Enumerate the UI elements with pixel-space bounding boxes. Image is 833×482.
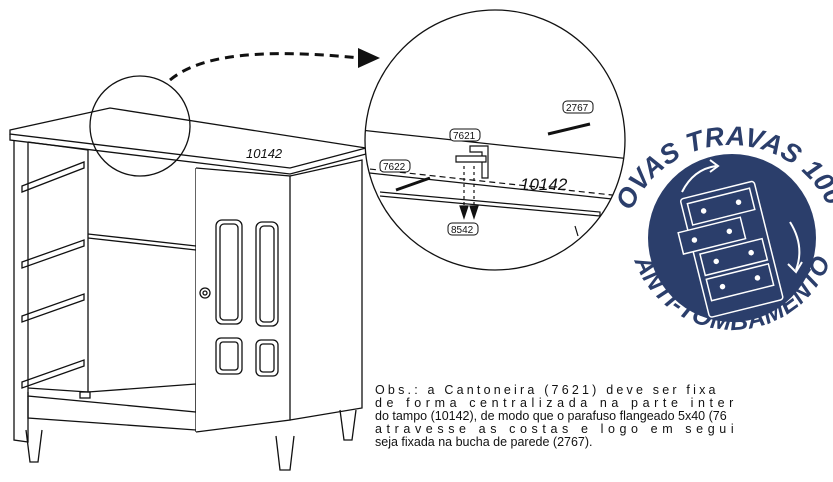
detail-part-label: 10142	[520, 175, 568, 194]
rotate-arrows-icon	[681, 159, 803, 274]
note-line-5: seja fixada na bucha de parede (2767).	[375, 436, 593, 449]
detail-zoom: 7621 2767 7622 8542 10142	[364, 9, 626, 271]
note-line-4: atravesse as costas e logo em segui	[375, 423, 739, 436]
note-line-2: de forma centralizada na parte inter	[375, 397, 738, 410]
cabinet-drawing	[9, 107, 367, 471]
cabinet-part-label: 10142	[246, 146, 283, 161]
label-bracket: 7621	[453, 131, 476, 142]
dresser-icon	[677, 180, 784, 318]
note-line-1: Obs.: a Cantoneira (7621) deve ser fixa	[375, 384, 719, 397]
label-anchor: 2767	[566, 103, 589, 114]
label-screw: 7622	[383, 162, 406, 173]
zoom-source-circle	[89, 75, 191, 177]
zoom-arrow	[169, 48, 380, 82]
note-line-3: do tampo (10142), de modo que o parafuso…	[375, 410, 727, 423]
assembly-note: Obs.: a Cantoneira (7621) deve ser fixa …	[375, 384, 833, 449]
label-flange: 8542	[451, 225, 474, 236]
